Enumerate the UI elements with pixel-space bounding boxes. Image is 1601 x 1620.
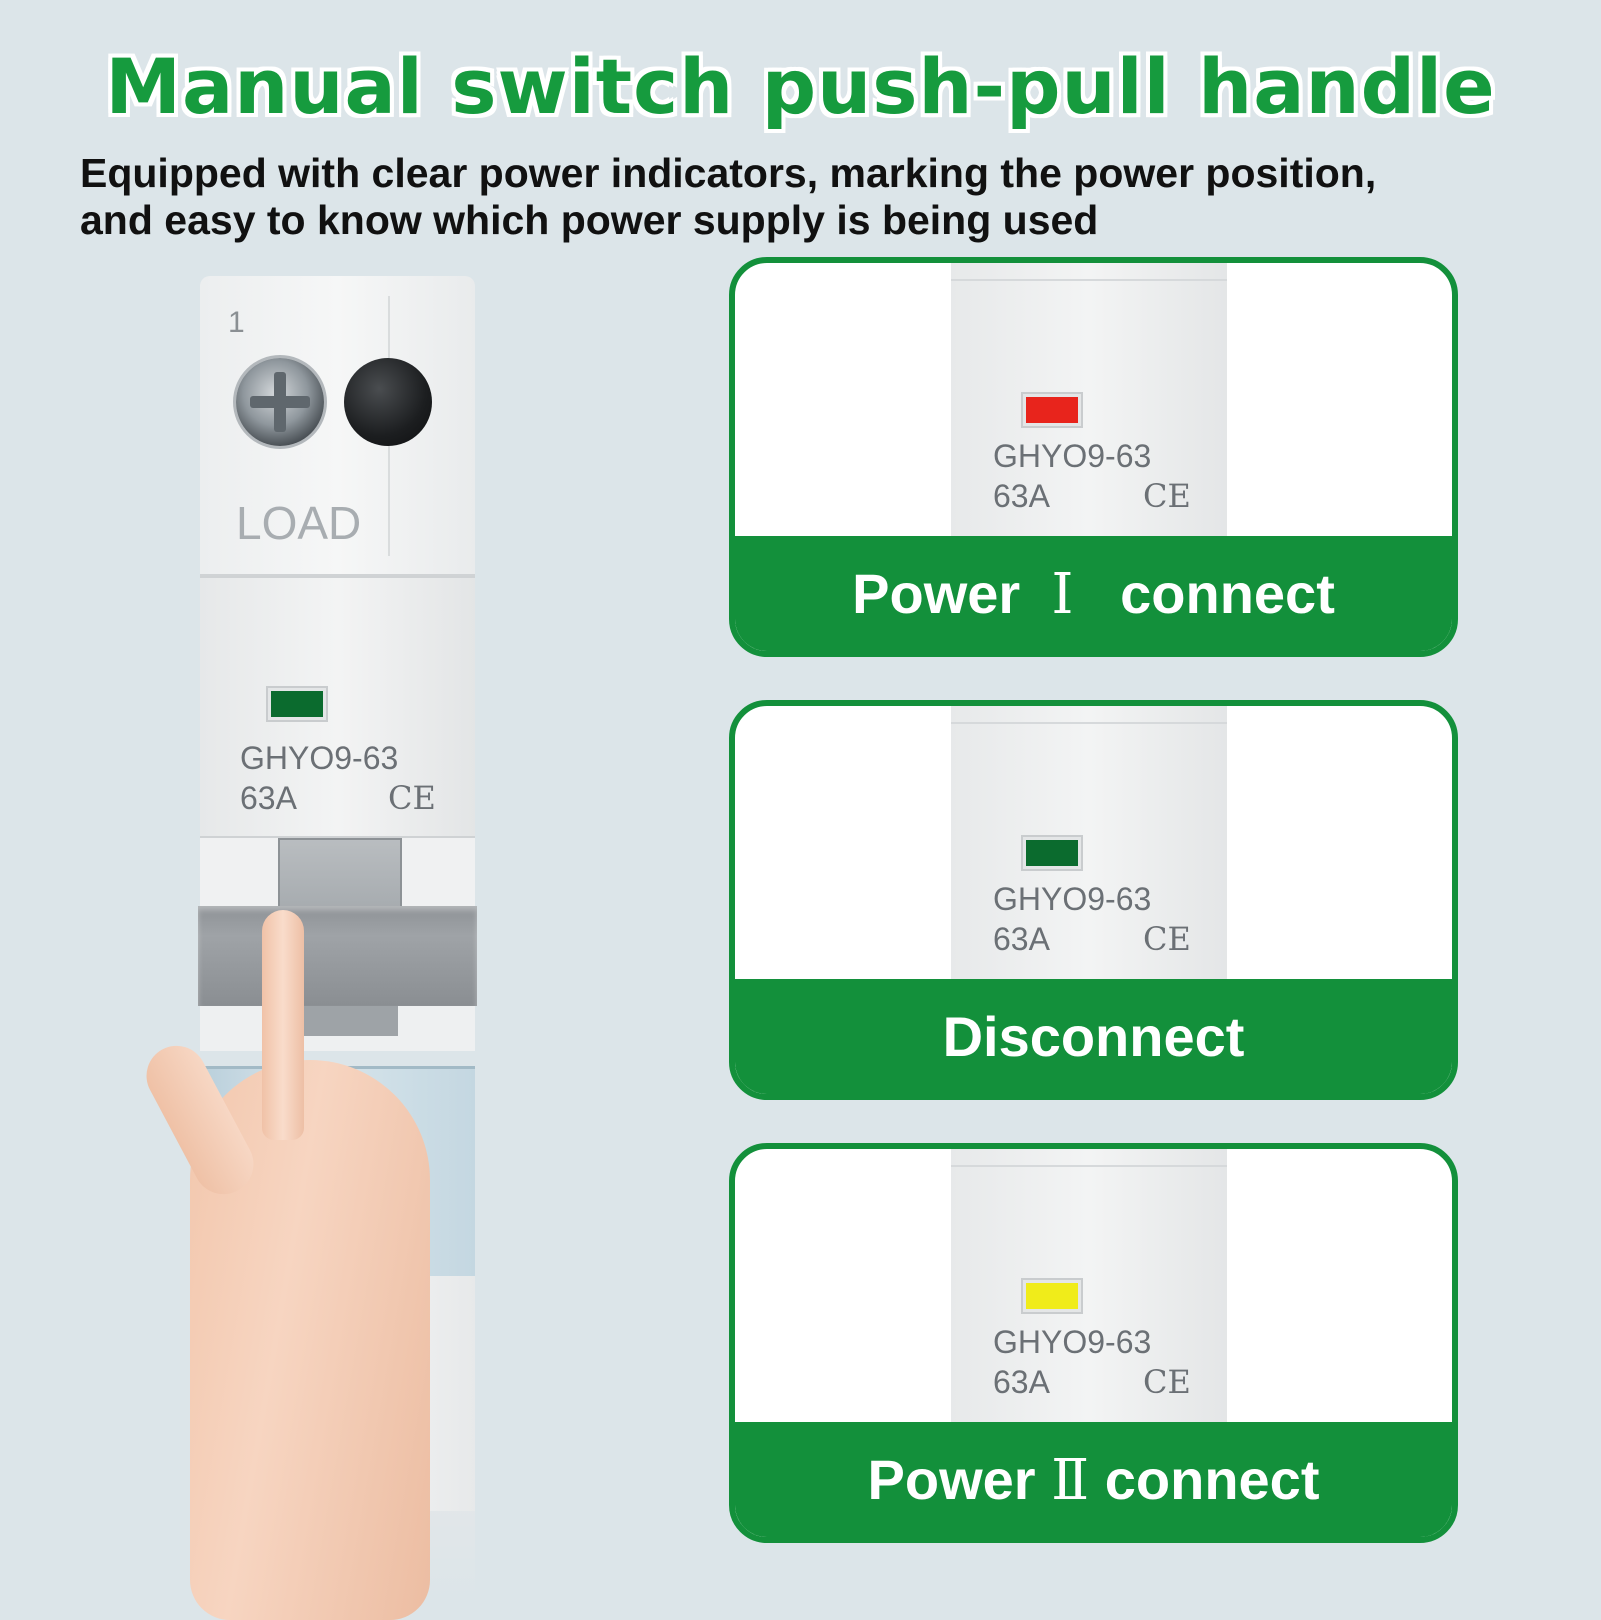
- subheadline: Equipped with clear power indicators, ma…: [80, 150, 1560, 244]
- indicator-led: [268, 688, 326, 720]
- handle-slot: [200, 836, 475, 917]
- breaker-closeup: GHYO9-63 63A CE: [951, 1149, 1227, 1427]
- ce-mark: CE: [1143, 920, 1191, 958]
- breaker-top-terminal: 1 LOAD: [200, 276, 475, 576]
- ce-mark: CE: [1143, 1363, 1191, 1401]
- current-rating: 63A: [993, 1364, 1050, 1400]
- subheadline-line-1: Equipped with clear power indicators, ma…: [80, 150, 1377, 196]
- pointing-finger: [262, 910, 304, 1140]
- current-rating: 63A: [993, 478, 1050, 514]
- state-label-end: connect: [1104, 1448, 1320, 1511]
- indicator-led: [1023, 837, 1081, 869]
- model-number: GHYO9-63: [993, 438, 1152, 474]
- breaker-closeup: GHYO9-63 63A CE: [951, 263, 1227, 541]
- state-label-end: connect: [1120, 562, 1335, 625]
- state-label-word: Power: [867, 1448, 1036, 1511]
- terminal-number-top: 1: [228, 306, 245, 339]
- model-number: GHYO9-63: [993, 881, 1152, 917]
- subheadline-line-2: and easy to know which power supply is b…: [80, 197, 1099, 243]
- indicator-led: [1023, 394, 1081, 426]
- breaker-closeup: GHYO9-63 63A CE: [951, 706, 1227, 984]
- load-label: LOAD: [236, 497, 362, 549]
- model-number: GHYO9-63: [993, 1324, 1152, 1360]
- indicator-led: [1023, 1280, 1081, 1312]
- indicator-socket-icon: [344, 358, 432, 446]
- state-label: Power Ⅱ connect: [735, 1422, 1452, 1537]
- headline: Manual switch push-pull handle: [105, 42, 1496, 131]
- current-rating: 63A: [993, 921, 1050, 957]
- hand-pressing-handle: [135, 910, 430, 1620]
- model-text: GHYO9-63 63A CE: [240, 738, 450, 818]
- current-rating: 63A: [240, 780, 297, 816]
- state-label-numeral: Ⅱ: [1051, 1448, 1090, 1513]
- breaker-front-panel: GHYO9-63 63A CE: [200, 576, 475, 848]
- state-card-disconnect: GHYO9-63 63A CE Disconnect: [729, 700, 1458, 1100]
- state-label-word: Disconnect: [942, 1005, 1245, 1068]
- state-label-numeral: Ⅰ: [1051, 562, 1074, 627]
- state-card-power-1: GHYO9-63 63A CE Power Ⅰ connect: [729, 257, 1458, 657]
- screw-icon: [236, 358, 324, 446]
- push-pull-handle[interactable]: [198, 906, 477, 1006]
- ce-mark: CE: [1143, 477, 1191, 515]
- state-label: Disconnect: [735, 979, 1452, 1094]
- ce-mark: CE: [388, 779, 436, 817]
- state-label-word: Power: [852, 562, 1021, 625]
- state-label: Power Ⅰ connect: [735, 536, 1452, 651]
- model-number: GHYO9-63: [240, 740, 399, 776]
- state-card-power-2: GHYO9-63 63A CE Power Ⅱ connect: [729, 1143, 1458, 1543]
